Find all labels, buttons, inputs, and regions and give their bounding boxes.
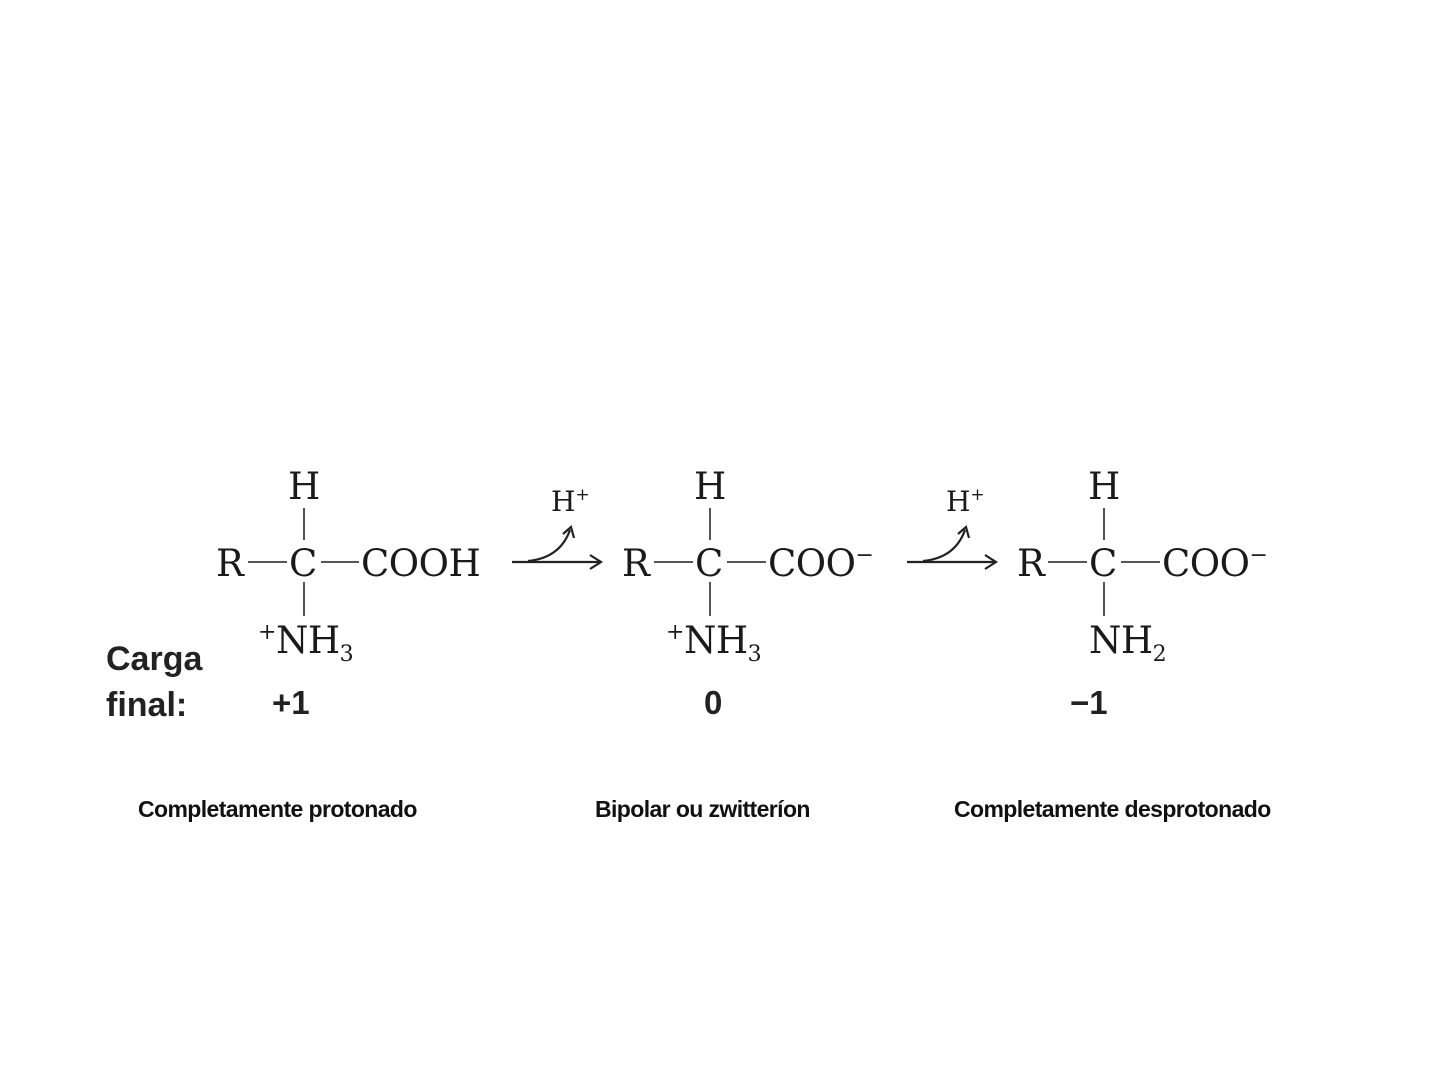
curved-arrow-2 bbox=[922, 529, 967, 563]
atom-h: H bbox=[288, 465, 320, 508]
group-coo-minus: COO− bbox=[1162, 542, 1268, 585]
group-nh2: NH2 bbox=[1089, 619, 1167, 667]
atom-r: R bbox=[1017, 542, 1045, 585]
charge-value-deprotonated: −1 bbox=[1070, 684, 1108, 721]
charge-value-zwitterion: 0 bbox=[704, 684, 723, 721]
atom-r: R bbox=[622, 542, 650, 585]
group-cooh: COOH bbox=[361, 542, 481, 585]
atom-c: C bbox=[289, 542, 317, 585]
released-proton-1: H+ bbox=[551, 485, 590, 518]
charge-label-line1: Carga bbox=[106, 640, 203, 678]
released-proton-2: H+ bbox=[946, 485, 985, 518]
caption-zwitterion: Bipolar ou zwitteríon bbox=[595, 796, 810, 822]
caption-protonated: Completamente protonado bbox=[138, 796, 417, 822]
caption-deprotonated: Completamente desprotonado bbox=[954, 796, 1271, 822]
atom-h: H bbox=[694, 465, 726, 508]
charge-label-line2: final: bbox=[106, 686, 188, 724]
atom-c: C bbox=[1089, 542, 1117, 585]
charge-value-protonated: +1 bbox=[272, 684, 310, 721]
group-nh3-plus: +NH3 bbox=[258, 619, 354, 667]
group-coo-minus: COO− bbox=[768, 542, 874, 585]
charge-label: Carga final: bbox=[106, 636, 202, 728]
atom-c: C bbox=[695, 542, 723, 585]
atom-r: R bbox=[216, 542, 244, 585]
group-nh3-plus: +NH3 bbox=[666, 619, 762, 667]
curved-arrow-1 bbox=[527, 529, 572, 563]
atom-h: H bbox=[1088, 465, 1120, 508]
